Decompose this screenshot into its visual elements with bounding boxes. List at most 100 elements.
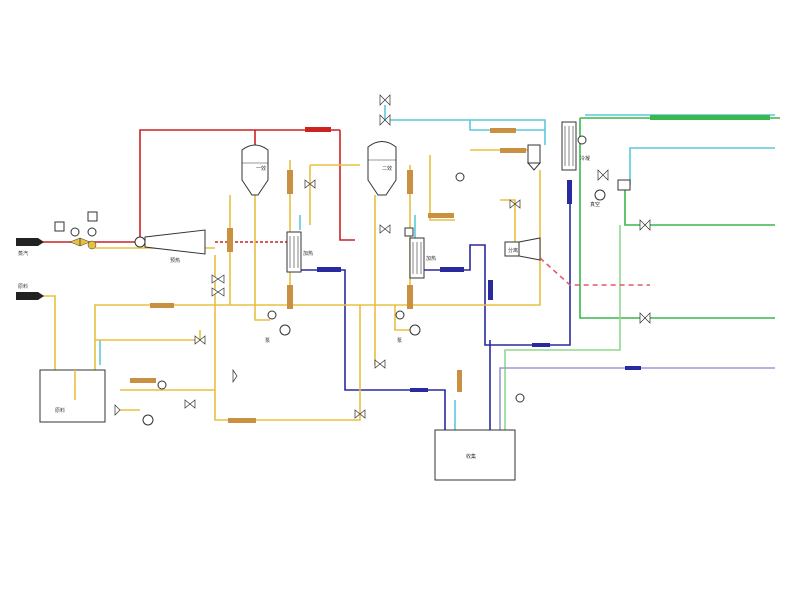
valve-icon	[211, 287, 225, 297]
pumps: 泵 泵 真空	[142, 189, 606, 426]
flowmeter	[228, 418, 256, 423]
steam-header	[139, 129, 340, 240]
first-effect-tag: 一效	[256, 165, 266, 172]
condensate-meters	[317, 180, 572, 392]
cw-return	[629, 147, 775, 185]
valve-icon	[379, 224, 391, 234]
condenser: 冷凝	[561, 121, 590, 171]
condensate-meter	[440, 267, 464, 272]
tank-icon	[39, 369, 106, 423]
pump-2-tag: 泵	[397, 338, 402, 344]
valve-icon	[639, 219, 651, 231]
exhaust-line	[539, 257, 650, 286]
valves	[114, 94, 651, 419]
valve-icon	[304, 179, 316, 189]
material-bottom	[214, 255, 361, 421]
condensate-meter	[410, 388, 428, 392]
tank-icon	[434, 429, 516, 481]
steam-control-cluster	[54, 211, 98, 250]
valve-icon	[374, 359, 386, 369]
preheater-tag: 预热	[170, 257, 180, 264]
flowmeter	[407, 285, 413, 309]
gauge-icon	[395, 310, 405, 320]
inline-flowmeters	[130, 128, 526, 423]
gauge-icon	[515, 393, 525, 403]
heater-1-tag: 加热	[303, 250, 313, 257]
gauges	[157, 135, 631, 403]
ejector-icon	[134, 236, 146, 248]
second-effect-evaporator: 二效	[367, 141, 397, 196]
flowmeter	[428, 213, 454, 218]
pump-icon	[142, 414, 154, 426]
vacuum-header-flowmeter	[650, 115, 770, 120]
flowmeter	[227, 228, 233, 252]
valve-icon	[211, 274, 225, 284]
evaporator-icon	[367, 141, 397, 196]
condensate-2	[420, 190, 571, 346]
flowmeter	[407, 170, 413, 194]
heater-1: 加热	[286, 231, 313, 273]
valve-icon	[379, 94, 391, 106]
condenser-tag: 冷凝	[580, 155, 590, 162]
cw-top-header	[384, 105, 546, 145]
steam-to-second-effect	[339, 130, 355, 241]
material-side	[500, 199, 516, 250]
flowmeter	[500, 148, 526, 153]
flowmeter	[150, 303, 174, 308]
valve-icon	[184, 399, 196, 409]
condensate-meter	[567, 180, 572, 204]
material-pump2	[394, 305, 410, 331]
cw-to-condenser	[469, 120, 545, 131]
flowmeter	[457, 370, 462, 392]
separator-tag: 分离	[508, 247, 518, 254]
valve-icon	[597, 169, 609, 181]
vacuum-side	[624, 190, 775, 226]
pump-icon	[279, 324, 291, 336]
vacuum-loop	[504, 225, 621, 430]
second-effect-tag: 二效	[382, 165, 392, 172]
separator-icon	[527, 144, 541, 164]
gauge-icon	[87, 227, 97, 237]
feed-inlet-arrow-icon	[16, 292, 38, 300]
valve-icon	[194, 335, 206, 345]
flowmeter	[490, 128, 516, 133]
gauge-icon	[70, 227, 80, 237]
gauge-icon	[157, 380, 167, 390]
first-effect-evaporator: 一效	[241, 144, 269, 196]
preheater: 预热	[134, 229, 206, 264]
pump-icon	[409, 324, 421, 336]
vent-line	[499, 367, 775, 430]
material-preheat	[429, 155, 455, 221]
material-main	[94, 304, 500, 370]
feed-inlet-tag: 原料	[18, 283, 28, 290]
feed-inlet: 原料	[16, 283, 44, 300]
valve-icon	[354, 409, 366, 419]
receiver-tank: 收集	[434, 429, 516, 481]
controller-icon	[617, 179, 631, 191]
material-return	[95, 330, 201, 341]
vacuum-pump-tag: 真空	[590, 201, 600, 208]
valve-icon	[69, 237, 91, 247]
valve-icon	[114, 404, 121, 416]
steam-inlet: 蒸汽	[16, 238, 44, 257]
pump-1-tag: 泵	[265, 338, 270, 344]
condensate-meter	[488, 280, 493, 300]
vent-flowmeter	[625, 366, 641, 370]
heater-2-tag: 加热	[426, 255, 436, 262]
controller-icon	[54, 221, 65, 232]
condensate-meter	[532, 343, 550, 347]
flowmeter	[287, 285, 293, 309]
gauge-icon	[267, 310, 277, 320]
flowmeter	[130, 378, 156, 383]
condensate-1	[300, 269, 446, 430]
valve-icon	[509, 199, 521, 209]
valve-icon	[639, 312, 651, 324]
condensate-lines	[300, 190, 775, 430]
controller-icon	[404, 227, 414, 237]
separator: 分离	[504, 144, 542, 261]
valve-icon	[232, 368, 238, 384]
vacuum-lines	[504, 115, 780, 430]
valve-icon	[379, 114, 391, 126]
preheater-icon	[144, 229, 206, 255]
